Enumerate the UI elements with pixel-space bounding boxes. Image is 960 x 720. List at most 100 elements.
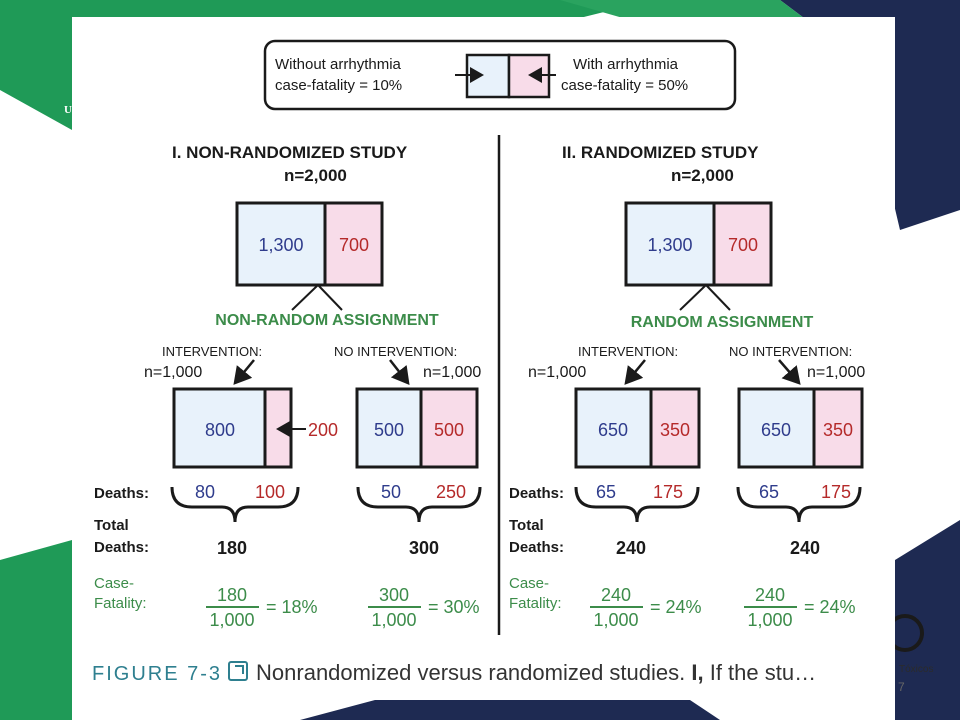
random-total-label-1: Total — [509, 517, 544, 534]
nonrandom-noint-cf-den: 1,000 — [371, 610, 416, 630]
random-noint-deaths-b: 175 — [821, 482, 851, 502]
nonrandom-noint-arrow — [389, 359, 410, 385]
random-int-without — [574, 387, 653, 469]
nonrandom-top-without-value: 1,300 — [258, 235, 303, 255]
nonrandom-total-label-2: Deaths: — [94, 539, 149, 556]
random-top-with — [712, 201, 773, 287]
nonrandom-top-with-value: 700 — [339, 235, 369, 255]
caption-rest: If the stu… — [703, 660, 817, 685]
nonrandom-int-cf-den: 1,000 — [209, 610, 254, 630]
random-int-deaths-a: 65 — [596, 482, 616, 502]
random-noint-cf-den: 1,000 — [747, 610, 792, 630]
nonrandom-noint-cf-num: 300 — [379, 585, 409, 605]
random-noint-n: n=1,000 — [807, 364, 865, 381]
random-noint-label: NO INTERVENTION: — [729, 344, 852, 359]
random-int-without-value: 650 — [598, 420, 628, 440]
nonrandom-int-arrow — [233, 359, 255, 385]
random-int-label: INTERVENTION: — [578, 344, 678, 359]
figure-diagram: Without arrhythmia case-fatality = 10% W… — [94, 39, 865, 635]
random-noint-with-value: 350 — [823, 420, 853, 440]
nonrandom-int-deaths-a: 80 — [195, 482, 215, 502]
random-deaths-label: Deaths: — [509, 485, 564, 502]
slide-logo-letter: U — [64, 104, 72, 116]
random-int-total: 240 — [616, 538, 646, 558]
random-int-cf-den: 1,000 — [593, 610, 638, 630]
legend-right-line2: case-fatality = 50% — [561, 77, 688, 94]
nonrandom-cf-label-2: Fatality: — [94, 595, 147, 612]
nonrandom-noint-label: NO INTERVENTION: — [334, 344, 457, 359]
nonrandom-noint-brace — [356, 486, 482, 523]
random-int-arrow — [624, 359, 646, 385]
nonrandom-noint-cf-result: = 30% — [428, 597, 480, 617]
nonrandom-noint-n: n=1,000 — [423, 364, 481, 381]
nonrandom-int-n: n=1,000 — [144, 364, 202, 381]
nonrandom-deaths-label: Deaths: — [94, 485, 149, 502]
random-noint-deaths-a: 65 — [759, 482, 779, 502]
random-title: II. RANDOMIZED STUDY — [562, 143, 759, 162]
random-noint-brace — [736, 486, 862, 523]
nonrandom-noint-total: 300 — [409, 538, 439, 558]
legend-left-line2: case-fatality = 10% — [275, 77, 402, 94]
random-int-n: n=1,000 — [528, 364, 586, 381]
random-int-brace — [574, 486, 700, 523]
slide-side-text: Tóxicos — [899, 664, 934, 675]
nonrandom-int-label: INTERVENTION: — [162, 344, 262, 359]
green-bottom-left-shape — [0, 540, 72, 720]
random-assignment: RANDOM ASSIGNMENT — [631, 314, 814, 331]
random-int-with-value: 350 — [660, 420, 690, 440]
random-top-without-value: 1,300 — [647, 235, 692, 255]
random-int-with — [649, 387, 701, 469]
nonrandom-int-cf-result: = 18% — [266, 597, 318, 617]
caption-text: Nonrandomized versus randomized studies. — [256, 660, 692, 685]
nonrandom-noint-deaths-a: 50 — [381, 482, 401, 502]
nonrandom-n: n=2,000 — [284, 166, 347, 185]
nonrandom-top-without — [235, 201, 327, 287]
random-n: n=2,000 — [671, 166, 734, 185]
nonrandom-int-cf-num: 180 — [217, 585, 247, 605]
random-noint-without — [737, 387, 816, 469]
random-int-cf-num: 240 — [601, 585, 631, 605]
nonrandom-noint-without-value: 500 — [374, 420, 404, 440]
navy-bottom-right-shape — [895, 520, 960, 720]
nonrandom-split-right — [317, 284, 343, 311]
nonrandom-title: I. NON-RANDOMIZED STUDY — [172, 143, 408, 162]
random-top-with-value: 700 — [728, 235, 758, 255]
legend-right-line1: With arrhythmia — [573, 56, 679, 73]
nonrandom-int-with-value: 200 — [308, 420, 338, 440]
random-noint-arrow — [778, 359, 801, 385]
external-link-icon[interactable] — [228, 661, 249, 681]
random-cf-label-2: Fatality: — [509, 595, 562, 612]
nonrandom-int-brace — [170, 486, 300, 523]
nonrandom-top-with — [323, 201, 384, 287]
nonrandom-int-without — [172, 387, 267, 469]
random-cf-label-1: Case- — [509, 575, 549, 592]
random-int-deaths-b: 175 — [653, 482, 683, 502]
nonrandom-cf-label-1: Case- — [94, 575, 134, 592]
caption-figure-label: FIGURE 7-3 — [92, 663, 223, 685]
random-noint-with — [812, 387, 864, 469]
random-noint-total: 240 — [790, 538, 820, 558]
nonrandom-total-label-1: Total — [94, 517, 129, 534]
nonrandom-int-total: 180 — [217, 538, 247, 558]
random-total-label-2: Deaths: — [509, 539, 564, 556]
random-split-left — [679, 284, 707, 311]
random-int-cf-result: = 24% — [650, 597, 702, 617]
caption-bold: I, — [691, 660, 704, 685]
nonrandom-split-left — [291, 284, 319, 311]
legend-left-line1: Without arrhythmia — [275, 56, 402, 73]
nonrandom-noint-with — [419, 387, 479, 469]
navy-top-right-shape — [780, 0, 960, 230]
nonrandom-int-without-value: 800 — [205, 420, 235, 440]
nonrandom-noint-with-value: 500 — [434, 420, 464, 440]
nonrandom-int-deaths-b: 100 — [255, 482, 285, 502]
random-noint-cf-num: 240 — [755, 585, 785, 605]
slide-page-number: 7 — [898, 680, 905, 694]
random-top-without — [624, 201, 716, 287]
random-split-right — [705, 284, 731, 311]
random-noint-without-value: 650 — [761, 420, 791, 440]
nonrandom-noint-deaths-b: 250 — [436, 482, 466, 502]
figure-caption: FIGURE 7-3 Nonrandomized versus randomize… — [92, 657, 887, 689]
figure-panel: Without arrhythmia case-fatality = 10% W… — [72, 17, 895, 700]
random-noint-cf-result: = 24% — [804, 597, 856, 617]
nonrandom-assignment: NON-RANDOM ASSIGNMENT — [215, 312, 439, 329]
